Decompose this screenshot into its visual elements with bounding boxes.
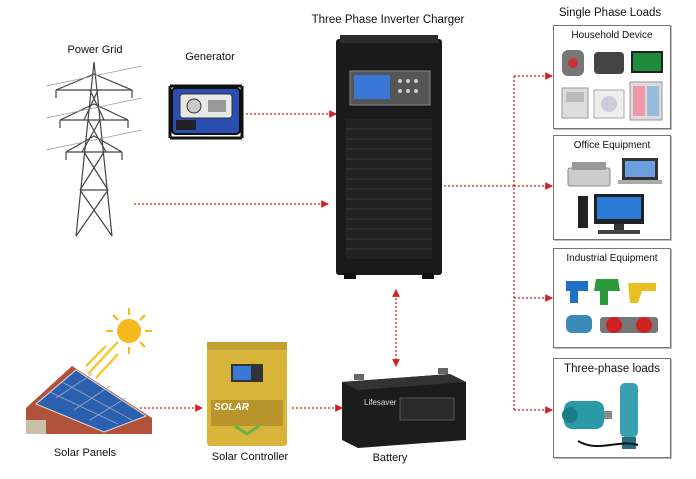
inverter-title: Three Phase Inverter Charger bbox=[311, 14, 465, 26]
battery-label: Battery bbox=[372, 452, 408, 464]
power-tower-icon bbox=[46, 61, 142, 237]
solar-controller-label: Solar Controller bbox=[211, 451, 289, 463]
battery-brand: Lifesaver bbox=[364, 398, 397, 407]
battery-device bbox=[342, 368, 466, 448]
sun-rays-icon bbox=[85, 345, 119, 379]
household-device-box: Household Device bbox=[553, 25, 671, 129]
loads-title: Single Phase Loads bbox=[558, 7, 662, 19]
industrial-tools-icon bbox=[566, 279, 658, 333]
household-appliances-icon bbox=[561, 50, 663, 121]
inverter-lcd bbox=[354, 75, 390, 99]
generator-label: Generator bbox=[185, 51, 235, 63]
office-equipment-box: Office Equipment bbox=[553, 135, 671, 240]
solar-panels-label: Solar Panels bbox=[53, 447, 117, 459]
inverter-cabinet bbox=[336, 35, 442, 279]
industrial-equipment-box: Industrial Equipment bbox=[553, 248, 671, 348]
controller-brand: SOLAR bbox=[214, 402, 249, 413]
power-grid-label: Power Grid bbox=[67, 44, 123, 56]
office-equipment-icon bbox=[567, 158, 662, 234]
three-phase-loads-box: Three-phase loads bbox=[553, 358, 671, 458]
solar-panel-roof-icon bbox=[26, 366, 152, 434]
solar-controller-device bbox=[207, 342, 287, 446]
household-device-label: Household Device bbox=[571, 30, 653, 41]
office-equipment-label: Office Equipment bbox=[573, 140, 651, 151]
generator-icon bbox=[168, 84, 244, 140]
three-phase-loads-label: Three-phase loads bbox=[564, 363, 660, 375]
motor-pump-icon bbox=[562, 383, 639, 449]
industrial-equipment-label: Industrial Equipment bbox=[566, 253, 658, 264]
